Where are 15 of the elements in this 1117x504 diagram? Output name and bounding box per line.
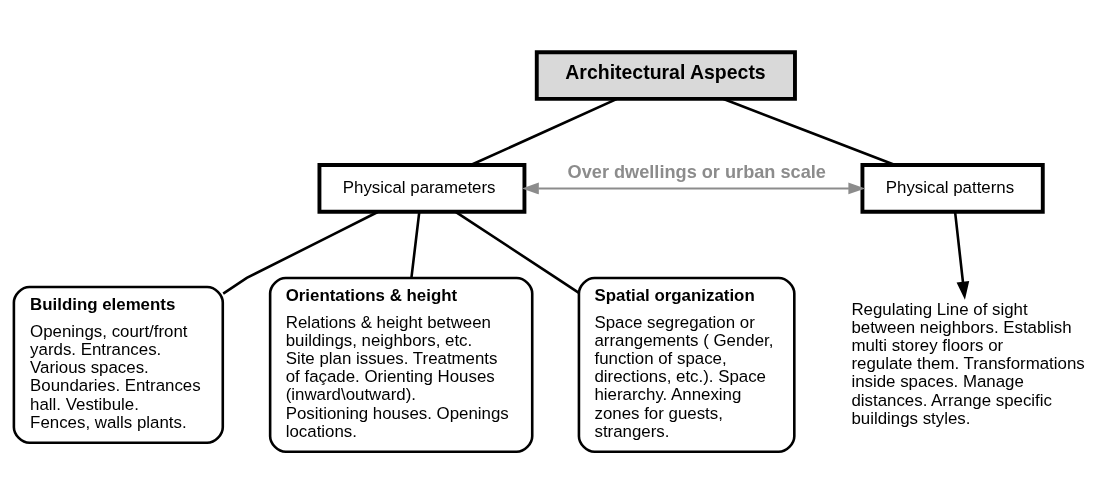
- node-box: Physical patterns: [860, 163, 1045, 214]
- node-text: Regulating Line of sight between neighbors. Establish multi storey floors or regulate them. Transformations inside spaces. Manage distances. Arrange specific buildings styles.: [851, 299, 1085, 428]
- connector: [455, 211, 580, 294]
- connector: [723, 97, 896, 167]
- node-box: Physical parameters: [317, 163, 527, 214]
- connector: [470, 97, 618, 167]
- arrow: [953, 211, 970, 300]
- arrow: [521, 182, 866, 195]
- edge-label: Over dwellings or urban scale: [567, 162, 826, 183]
- node-box: Spatial organization Space segregation or arrangements ( Gender, function of space, directions, etc.). Space hierarchy. Annexing zones for guests, strangers.: [577, 276, 796, 454]
- node-box: Architectural Aspects: [534, 50, 797, 101]
- node-box: Orientations & height Relations & height between buildings, neighbors, etc. Site plan issues. Treatments of façade. Orienting Houses (inward\outward). Positioning houses. Openings locations.: [268, 276, 534, 454]
- node-box: Building elements Openings, court/front yards. Entrances. Various spaces. Boundaries. Entrances hall. Vestibule. Fences, walls plants.: [12, 285, 225, 445]
- connector: [222, 210, 379, 295]
- connector: [410, 211, 421, 279]
